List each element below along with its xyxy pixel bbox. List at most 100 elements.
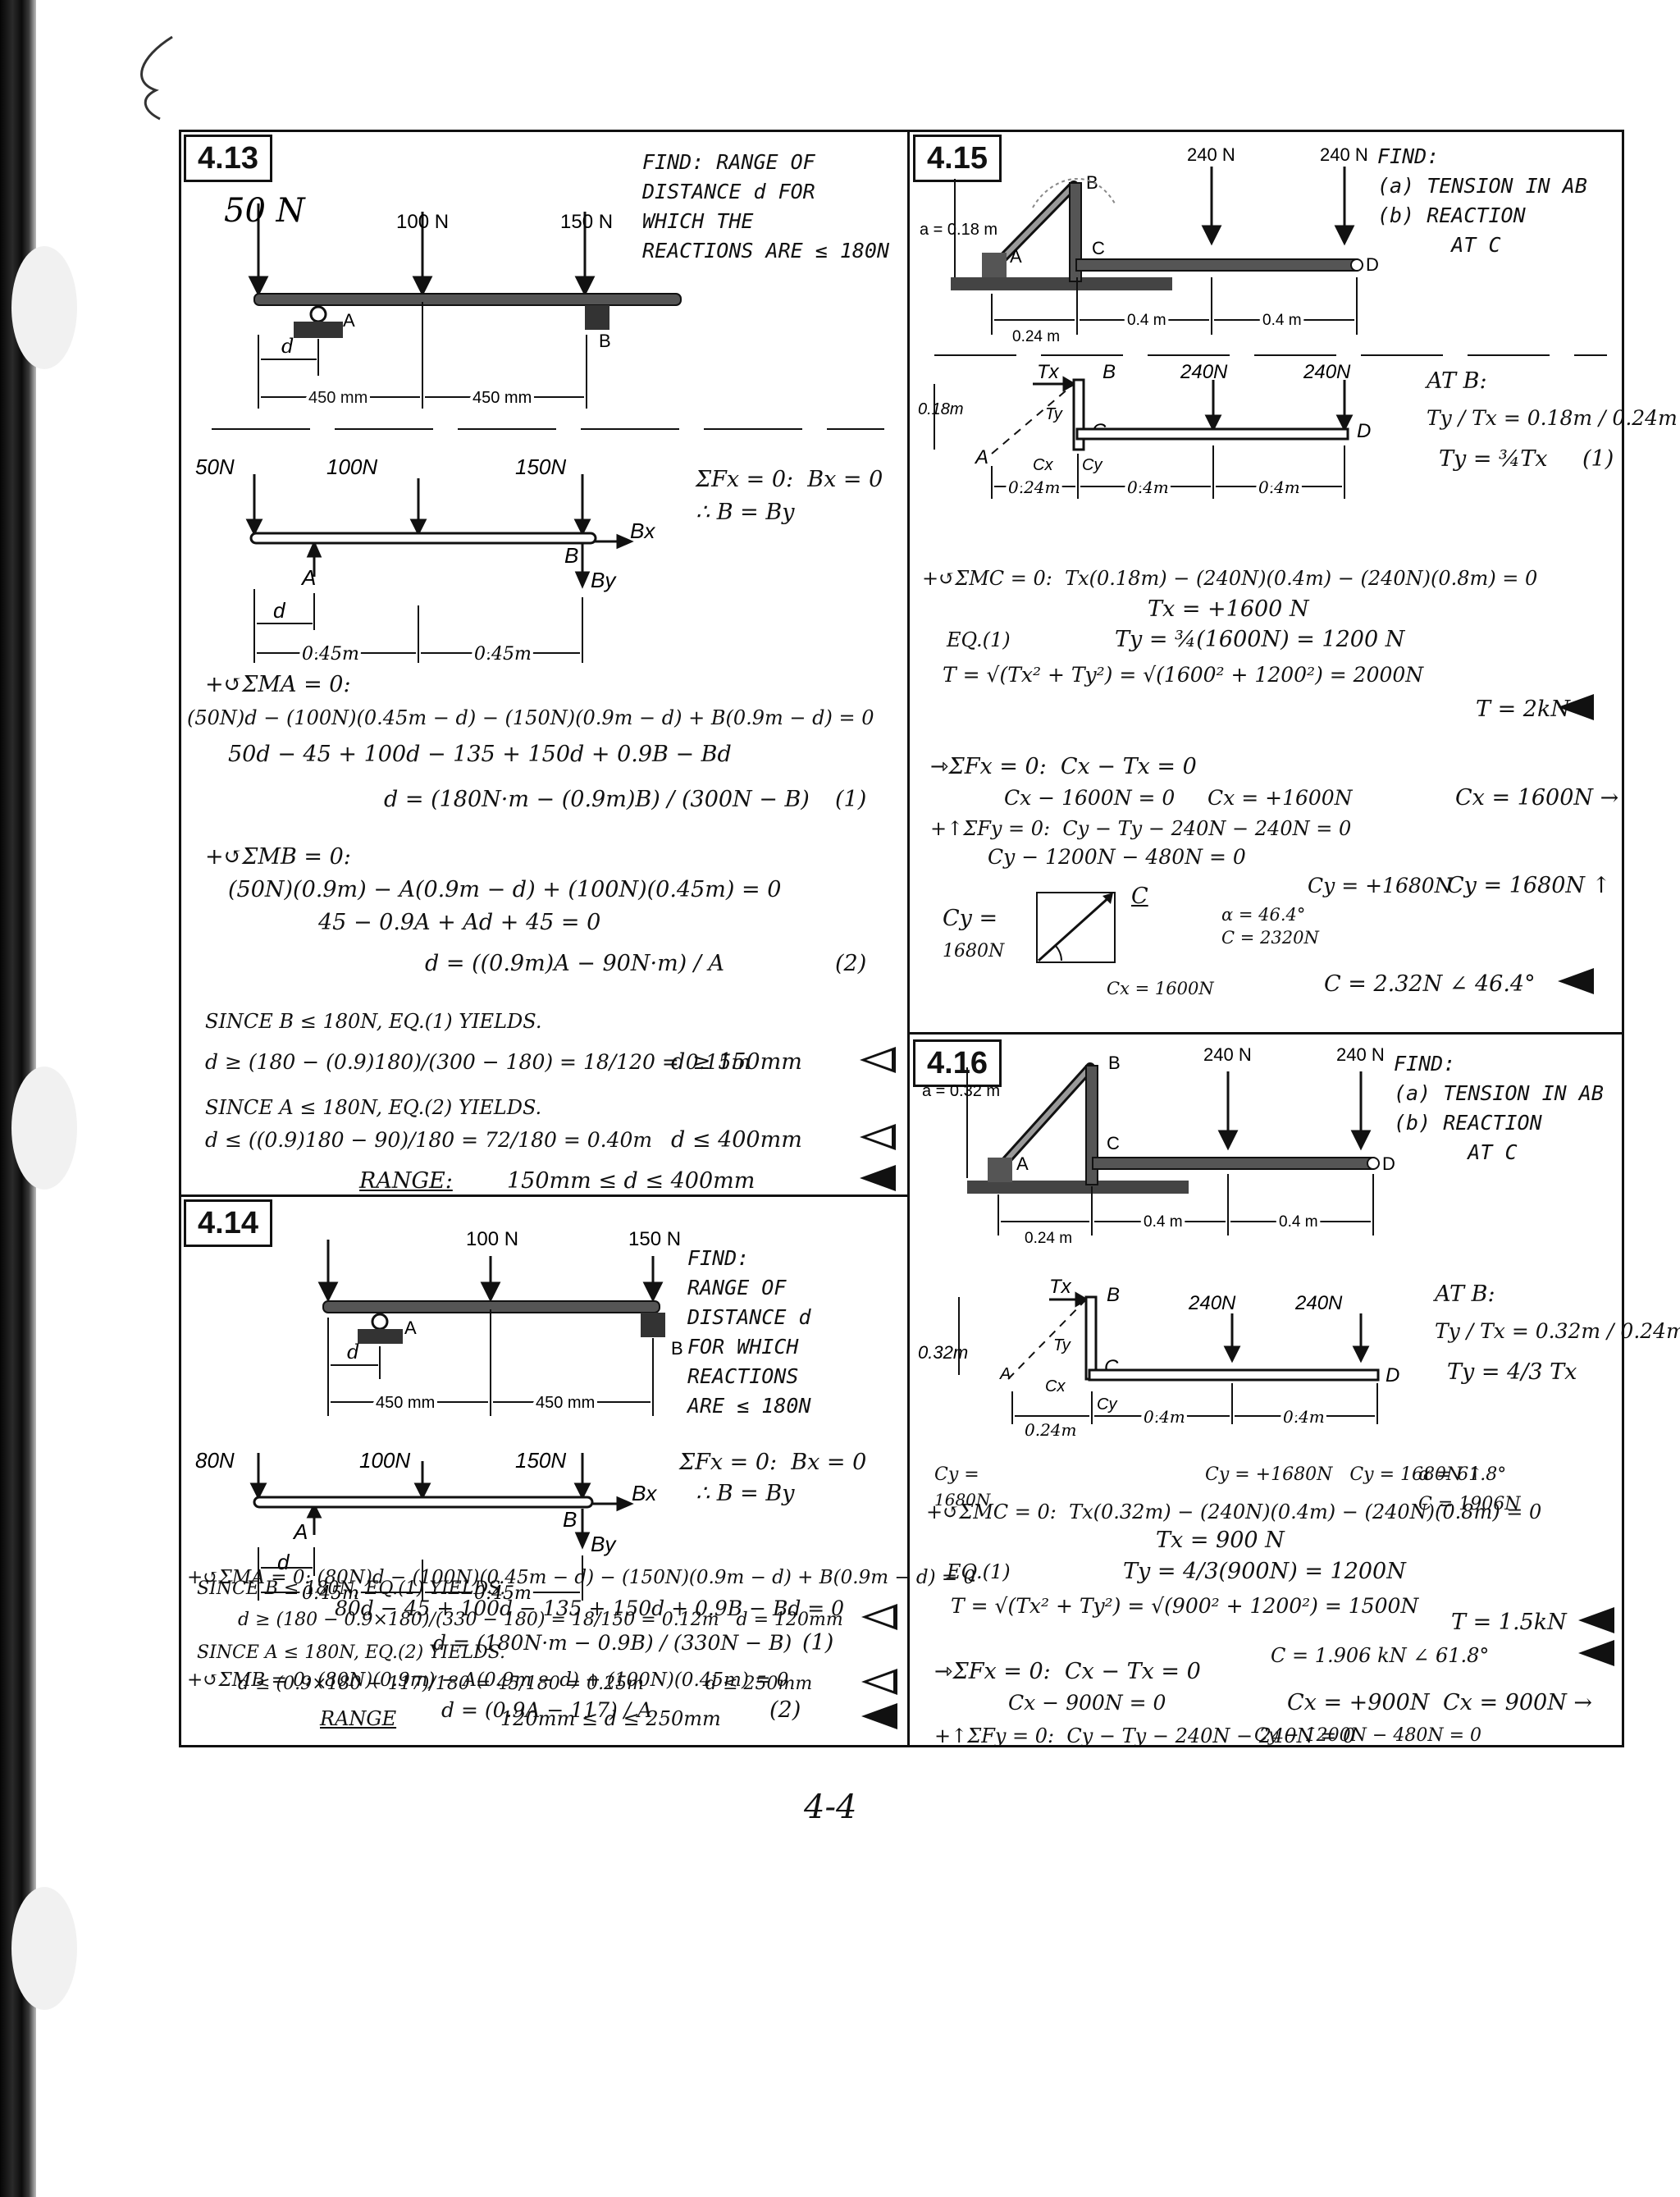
equation-line: Cx = 1600N bbox=[1107, 979, 1214, 998]
equation-line: Ty / Tx = 0.18m / 0.24m bbox=[1427, 406, 1678, 430]
problem-number: 4.15 bbox=[913, 135, 1002, 182]
frame-diagram: 240 N 240 N a = 0.18 m A B C D 0.24 m 0.… bbox=[920, 144, 1607, 356]
fbd-label: 0.45m bbox=[302, 644, 359, 665]
load-label: 240 N bbox=[1320, 144, 1368, 165]
fbd-label: Cy bbox=[1097, 1395, 1117, 1414]
fbd-label: 240N bbox=[1303, 361, 1351, 383]
dimension-label: a = 0.18 m bbox=[920, 221, 998, 239]
equation-line: AT B: bbox=[1435, 1281, 1495, 1307]
punch-hole bbox=[11, 1067, 77, 1190]
problem-4-16-final: +↑ΣFy = 0: Cy − Ty − 240N − 240N = 0 bbox=[910, 1035, 1624, 1747]
fbd-label: Ty bbox=[1045, 405, 1063, 423]
page-frame bbox=[179, 130, 1624, 1747]
equation-line: EQ.(1) bbox=[947, 628, 1011, 651]
load-label: 150 N bbox=[560, 211, 613, 233]
equation-line: d = (0.9A − 117) / A bbox=[441, 1698, 653, 1722]
answer-label: RANGE: bbox=[359, 1168, 453, 1194]
fbd-label: Tx bbox=[1049, 1276, 1072, 1298]
equation-line: Ty = 4/3(900N) = 1200N bbox=[1123, 1559, 1406, 1584]
equation-line: SINCE B ≤ 180N, EQ.(1) YIELDS. bbox=[205, 1010, 542, 1033]
section-divider bbox=[907, 1032, 1624, 1035]
load-label: 240 N bbox=[1203, 1044, 1252, 1065]
equation-line: +↺ΣMC = 0: Tx(0.32m) − (240N)(0.4m) − (2… bbox=[926, 1500, 1542, 1523]
result-value: d ≤ 400mm bbox=[671, 1127, 802, 1153]
equation-line: C bbox=[1197, 1428, 1198, 1456]
free-body-diagram: 80N 100N 150N A Bx By B d 0.45m 0.45m bbox=[195, 1448, 657, 1607]
result-marker bbox=[860, 1124, 896, 1150]
problem-number: 4.13 bbox=[184, 135, 272, 182]
find-statement: FIND: RANGE OF DISTANCE d FOR WHICH THE … bbox=[642, 150, 890, 263]
equation-line: Tx = +1600 N bbox=[1148, 596, 1309, 622]
point-label: B bbox=[671, 1338, 683, 1359]
dimension-label: 0.4 m bbox=[1279, 1213, 1318, 1231]
equation-line: +↺ΣMC = 0: Tx(0.18m) − (240N)(0.4m) − (2… bbox=[922, 567, 1538, 590]
equation-line: +↺ΣMB = 0: (80N)(0.9m) − A(0.9m − d) + (… bbox=[187, 1669, 789, 1691]
equation-number: (2) bbox=[835, 951, 867, 976]
answer-value: C = 2.32N ∠ 46.4° bbox=[1324, 971, 1536, 997]
equation-line: ∴ B = By bbox=[696, 500, 795, 525]
equation-line: α = 46.4° bbox=[1221, 905, 1306, 925]
equation-line: d ≥ (180 − (0.9)180)/(300 − 180) = 18/12… bbox=[205, 1050, 751, 1074]
equation-line: +↺ΣMA = 0: (80N)d − (100N)(0.45m − d) − … bbox=[187, 1567, 976, 1588]
fbd-label: 0.24m bbox=[1008, 477, 1061, 497]
beam bbox=[253, 293, 682, 306]
answer-value: T = 1.5kN bbox=[1451, 1610, 1567, 1635]
fbd-label: Cx bbox=[1045, 1377, 1066, 1395]
fbd-label: Bx bbox=[630, 518, 655, 543]
force-triangle bbox=[1036, 892, 1116, 963]
fbd-label: D bbox=[1357, 420, 1371, 442]
equation-line: Cy = +1680N Cy = 1680N ↑ bbox=[1205, 1464, 1483, 1485]
beam-diagram: 50 N 100 N 150 N A B d 450 mm 450 mm bbox=[212, 192, 884, 430]
equation-line: C = 1.906 kN ∠ 61.8° bbox=[1271, 1644, 1490, 1667]
equation-number: (2) bbox=[769, 1697, 801, 1723]
point-label: A bbox=[404, 1318, 417, 1338]
equation-line: (50N)d − (100N)(0.45m − d) − (150N)(0.9m… bbox=[187, 706, 874, 729]
dimension-label: 450 mm bbox=[536, 1394, 595, 1412]
equation-line: α = 61.8° bbox=[1418, 1464, 1507, 1485]
equation-line: Cx = 900N bbox=[1025, 1428, 1029, 1456]
fbd-label: B bbox=[1107, 1284, 1120, 1306]
answer-value: Cx = 1600N → bbox=[1455, 785, 1619, 811]
find-statement: FIND: (a) TENSION IN AB (b) REACTION AT … bbox=[1377, 144, 1587, 257]
equation-number: (1) bbox=[1582, 446, 1614, 472]
equation-line: 45 − 0.9A + Ad + 45 = 0 bbox=[318, 910, 601, 935]
equation-number: (1) bbox=[802, 1630, 834, 1656]
equation-line: 50d − 45 + 100d − 135 + 150d + 0.9B − Bd bbox=[228, 742, 732, 767]
dimension-label: 450 mm bbox=[376, 1394, 435, 1412]
equation-line: ΣFx = 0: Bx = 0 bbox=[679, 1450, 867, 1475]
equation-line: d ≤ ((0.9)180 − 90)/180 = 72/180 = 0.40m bbox=[205, 1128, 653, 1152]
free-body-diagram: Tx B 240N 240N 0.32m Ty A C D Cx Cy 0.24… bbox=[918, 1276, 1399, 1440]
problem-number: 4.16 bbox=[913, 1039, 1002, 1087]
equation-line: d = (180N·m − (0.9m)B) / (300N − B) bbox=[384, 787, 810, 812]
equation-line: Cx = +900N bbox=[1287, 1690, 1430, 1715]
fbd-label: 240N bbox=[1188, 1292, 1236, 1314]
free-body-diagram: 50N 100N 150N A Bx By B d 0.45m 0.45m bbox=[195, 454, 655, 668]
vector-label: C bbox=[1131, 884, 1148, 909]
fbd-label: 0.4m bbox=[1144, 1407, 1185, 1427]
fbd-label: 240N bbox=[1180, 361, 1228, 383]
problem-4-15: 4.15 FIND: (a) TENSION IN AB (b) REACTIO… bbox=[910, 130, 1678, 1032]
point-label: A bbox=[1010, 246, 1022, 267]
problem-4-14-results bbox=[179, 1194, 907, 1747]
dimension-label: d bbox=[347, 1341, 359, 1363]
result-marker bbox=[860, 1047, 896, 1073]
point-label: D bbox=[1382, 1153, 1395, 1174]
equation-line: Ty = ¾Tx bbox=[1439, 446, 1548, 472]
free-body-diagram: Tx B 240N 240N 0.18m Ty A C D Cx Cy 0.24… bbox=[918, 361, 1371, 500]
fbd-label: D bbox=[1386, 1364, 1399, 1386]
dimension-label: 0.24 m bbox=[1012, 328, 1060, 345]
equation-line: C = 2320N bbox=[1221, 928, 1319, 948]
equation-line: C = 1906N bbox=[1418, 1494, 1521, 1514]
fbd-label: B bbox=[563, 1507, 577, 1532]
dimension-label: 0.4 m bbox=[1262, 312, 1302, 329]
equation-line: 1680N bbox=[943, 941, 1005, 961]
dimension-label: 0.24 m bbox=[1025, 1230, 1072, 1247]
fbd-label: A bbox=[292, 1519, 308, 1544]
equation-line: Ty = 4/3 Tx bbox=[1447, 1359, 1577, 1385]
equation-line: ⇾ΣFx = 0: Cx − Tx = 0 bbox=[930, 754, 1197, 779]
result-value: d ≥ 150mm bbox=[671, 1049, 802, 1075]
equation-line: ⇾ΣFx = 0: Cx − Tx = 0 bbox=[934, 1659, 1201, 1684]
answer-marker bbox=[1578, 1640, 1614, 1666]
dimension-label: 0.4 m bbox=[1127, 312, 1166, 329]
point-label: A bbox=[343, 310, 355, 331]
